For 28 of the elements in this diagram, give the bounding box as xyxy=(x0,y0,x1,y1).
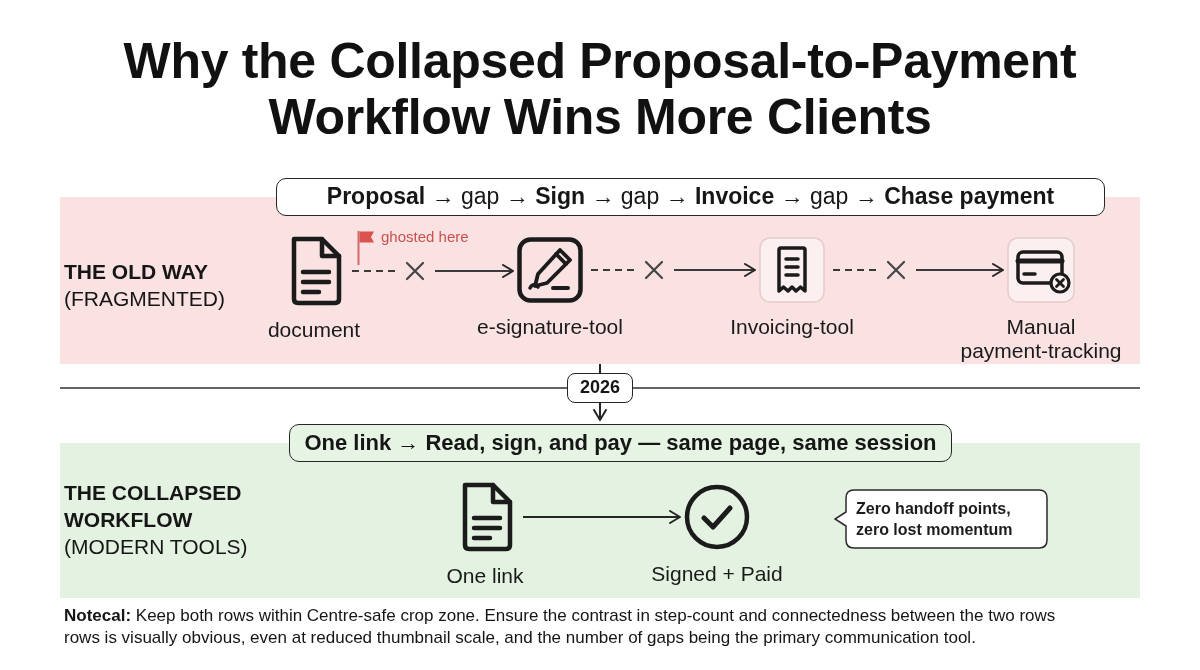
dashed-arrow xyxy=(832,263,1004,277)
icon-caption: Invoicing-tool xyxy=(729,315,855,339)
arrow xyxy=(522,510,681,524)
pen-square-icon xyxy=(517,237,583,303)
credit-card-icon xyxy=(1007,237,1075,303)
dashed-arrow xyxy=(351,264,514,278)
dashed-arrow xyxy=(590,263,756,277)
section-subheading: (MODERN TOOLS) xyxy=(64,534,249,560)
icon-caption: One link xyxy=(445,564,525,588)
section-heading: THE COLLAPSED WORKFLOW xyxy=(64,480,243,533)
annotation-text: ghosted here xyxy=(381,228,469,245)
step-sequence-banner: Proposal → gap → Sign → gap → Invoice → gap → Chase payment xyxy=(276,178,1105,216)
icon-caption: document xyxy=(266,318,362,342)
section-subheading: (FRAGMENTED) xyxy=(64,286,226,312)
summary-banner: One link → Read, sign, and pay — same page, same session xyxy=(289,424,952,462)
connector-line xyxy=(599,363,601,374)
footnote-text: Notecal: Keep both rows within Centre-safe crop zone. Ensure the contrast in step-count and connectedness between the two rows rows is visually obvious, even at reduced thumbnail scale, and the number of gaps being the primary communication tool. xyxy=(64,605,1057,649)
arrow xyxy=(593,402,607,421)
title: Why the Collapsed Proposal-to-Payment Workflow Wins More Clients xyxy=(122,33,1078,145)
year-tag: 2026 xyxy=(567,373,633,403)
callout-text: Zero handoff points, zero lost momentum xyxy=(856,499,1014,540)
icon-caption: e-signature-tool xyxy=(476,315,624,339)
icon-caption: Signed + Paid xyxy=(650,562,784,586)
check-circle-icon xyxy=(684,484,750,550)
receipt-icon xyxy=(759,237,825,303)
icon-caption: Manual payment-tracking xyxy=(959,315,1123,363)
section-heading: THE OLD WAY xyxy=(64,259,209,285)
callout-bubble xyxy=(834,489,1048,549)
